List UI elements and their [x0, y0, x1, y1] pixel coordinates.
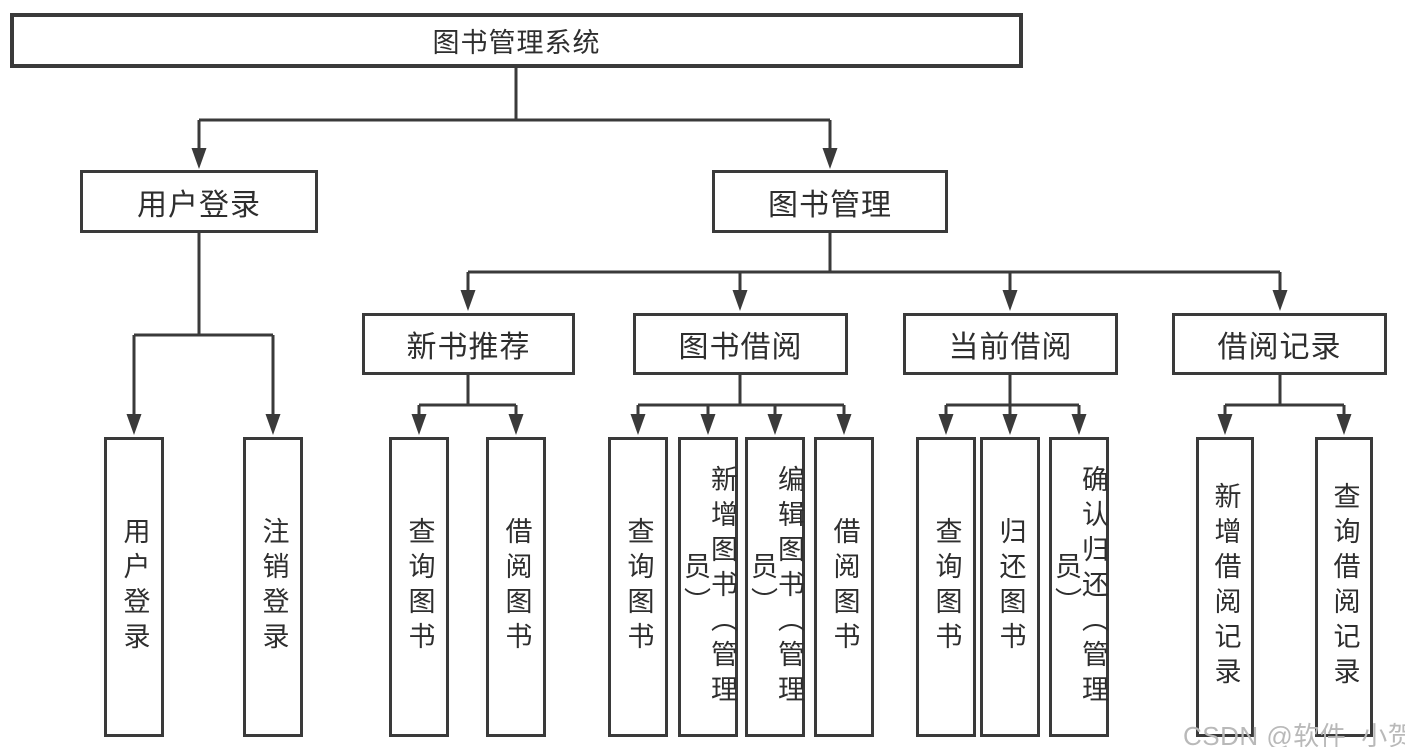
- node-book-borrow: 图书借阅: [633, 313, 848, 375]
- csdn-watermark: CSDN @软件_小贺同学: [1183, 721, 1405, 747]
- leaf-borrow-books-newbook: 借阅图书: [486, 437, 546, 737]
- leaf-query-books-current: 查询图书: [916, 437, 976, 737]
- connector-arrowheads: [126, 148, 1352, 435]
- node-new-book-recommend: 新书推荐: [362, 313, 575, 375]
- leaf-logout-login: 注销登录: [243, 437, 303, 737]
- leaf-query-books-borrow: 查询图书: [608, 437, 668, 737]
- leaf-user-login: 用户登录: [104, 437, 164, 737]
- node-borrow-records: 借阅记录: [1172, 313, 1387, 375]
- leaf-edit-books-admin: 编辑图书（管理员）: [745, 437, 805, 737]
- leaf-query-books-newbook: 查询图书: [389, 437, 449, 737]
- leaf-confirm-return-admin: 确认归还（管理员）: [1049, 437, 1109, 737]
- leaf-query-borrow-record: 查询借阅记录: [1315, 437, 1373, 737]
- node-user-login: 用户登录: [80, 170, 318, 233]
- leaf-borrow-books-borrow: 借阅图书: [814, 437, 874, 737]
- leaf-add-borrow-record: 新增借阅记录: [1196, 437, 1254, 737]
- node-root: 图书管理系统: [10, 13, 1023, 68]
- node-current-borrow: 当前借阅: [903, 313, 1118, 375]
- leaf-add-books-admin: 新增图书（管理员）: [678, 437, 738, 737]
- leaf-return-books: 归还图书: [980, 437, 1040, 737]
- node-book-management: 图书管理: [712, 170, 948, 233]
